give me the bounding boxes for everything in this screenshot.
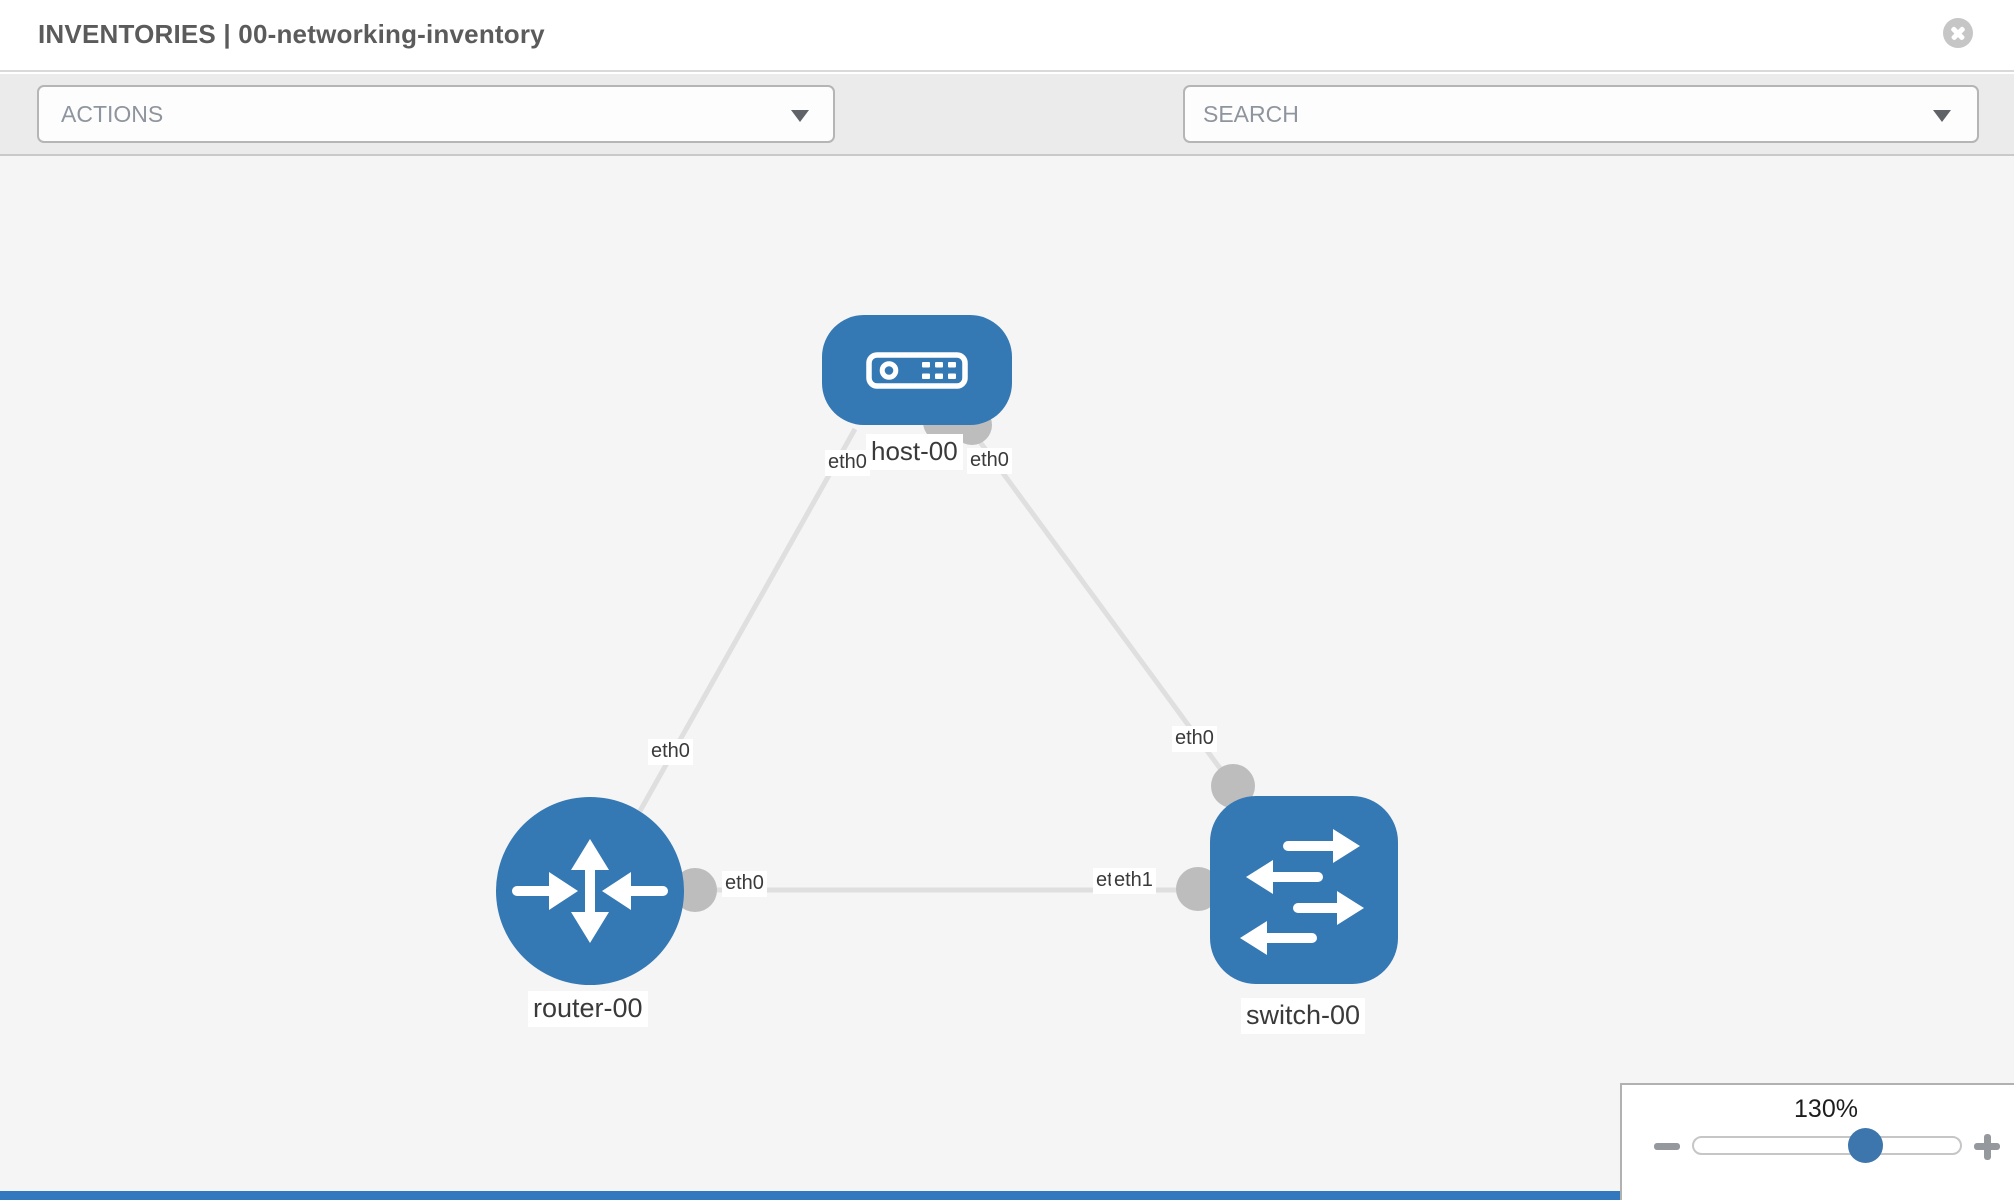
node-switch-00[interactable] [1210, 796, 1398, 984]
node-label-host-00: host-00 [866, 434, 963, 470]
zoom-in-button[interactable] [1972, 1131, 2002, 1161]
interface-label-host-right: eth0 [967, 448, 1012, 474]
interface-label-switch-left: eth1 [1111, 868, 1156, 894]
plus-icon [1983, 1133, 1991, 1160]
chevron-down-icon [1933, 110, 1951, 122]
interface-label-router-right: eth0 [722, 871, 767, 897]
search-dropdown[interactable]: SEARCH [1183, 85, 1979, 143]
router-icon [512, 839, 668, 943]
interface-dot-switch-top [1211, 764, 1255, 808]
page-title: INVENTORIES | 00-networking-inventory [38, 19, 545, 49]
node-host-00[interactable] [822, 315, 1012, 425]
zoom-panel: 130% [1620, 1083, 2014, 1200]
close-button[interactable] [1943, 18, 1973, 48]
host-icon [866, 352, 968, 389]
node-label-router-00: router-00 [528, 991, 648, 1027]
toolbar: ACTIONS SEARCH [0, 74, 2014, 203]
zoom-level-value: 130% [1794, 1095, 1858, 1123]
actions-dropdown-label: ACTIONS [61, 101, 164, 127]
zoom-slider-thumb[interactable] [1848, 1128, 1883, 1163]
search-dropdown-label: SEARCH [1203, 101, 1299, 127]
node-label-switch-00: switch-00 [1241, 998, 1366, 1034]
actions-dropdown[interactable]: ACTIONS [37, 85, 835, 143]
interface-dot-switch-left [1176, 867, 1220, 911]
interface-label-router-top: eth0 [648, 739, 693, 765]
zoom-slider-track[interactable] [1692, 1136, 1962, 1155]
footer-accent-bar [0, 1191, 1620, 1200]
interface-label-switch-top: eth0 [1172, 726, 1217, 752]
topology-canvas[interactable]: host-00 router-00 switch-00 eth0 eth0 et… [0, 156, 2014, 1200]
interface-label-host-left: eth0 [825, 450, 870, 476]
switch-icon [1240, 829, 1364, 955]
minus-icon [1654, 1143, 1680, 1150]
zoom-out-button[interactable] [1652, 1131, 1682, 1161]
chevron-down-icon [791, 110, 809, 122]
node-router-00[interactable] [496, 797, 684, 985]
header: INVENTORIES | 00-networking-inventory [0, 0, 2014, 72]
interface-dot-router [673, 868, 717, 912]
